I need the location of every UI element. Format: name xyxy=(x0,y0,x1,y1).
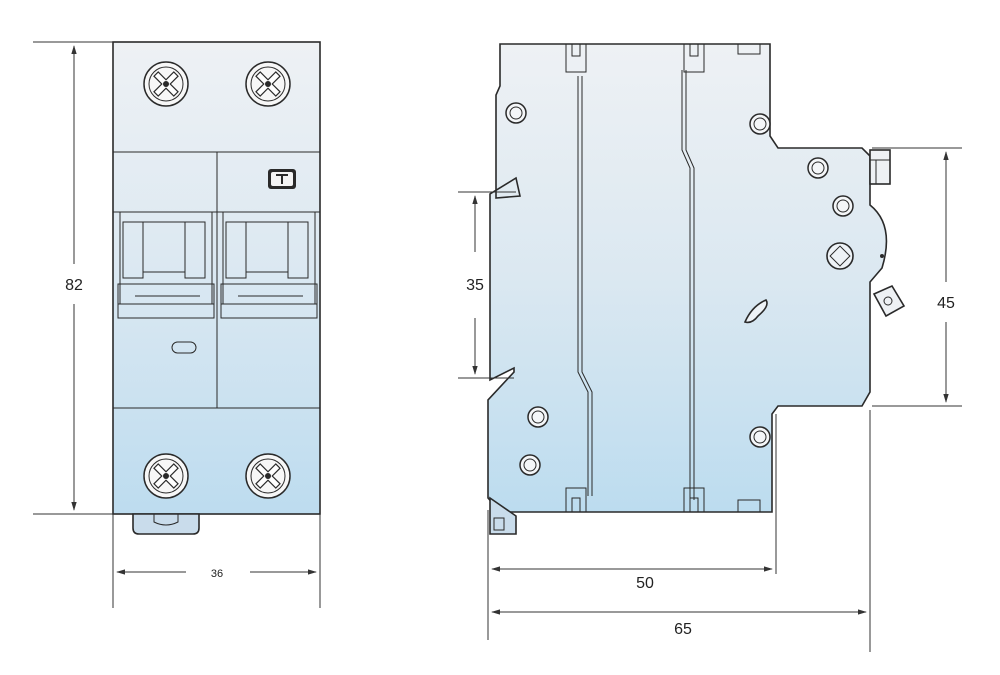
side-body xyxy=(487,43,888,513)
dim-label-50: 50 xyxy=(636,575,654,592)
dim-label-36: 36 xyxy=(211,568,223,580)
din-foot xyxy=(489,496,517,535)
phillips-screw-icon xyxy=(245,453,291,499)
terminal-contact-bottom xyxy=(872,284,906,318)
phillips-screw-icon xyxy=(245,61,291,107)
side-view: 35 45 50 65 xyxy=(458,43,962,652)
terminal-contact-top xyxy=(869,149,891,185)
dim-label-35: 35 xyxy=(466,277,484,294)
dim-rail-35: 35 xyxy=(458,191,516,379)
dim-depth-50: 50 xyxy=(487,414,777,640)
phillips-screw-icon xyxy=(143,453,189,499)
toggle-pivot xyxy=(826,242,884,270)
din-clip xyxy=(132,513,200,535)
dim-depth-65: 65 xyxy=(491,410,871,652)
dim-front-width: 36 xyxy=(112,514,321,608)
top-notches xyxy=(565,43,761,513)
latch-slot xyxy=(743,299,768,324)
dim-label-45: 45 xyxy=(937,295,955,312)
dim-front-height: 82 xyxy=(33,41,113,515)
front-view: 82 36 xyxy=(33,41,321,608)
phillips-screw-icon xyxy=(143,61,189,107)
dim-label-65: 65 xyxy=(674,621,692,638)
label-window xyxy=(171,341,197,354)
toggle-recess xyxy=(117,211,318,319)
t-symbol-icon xyxy=(268,169,296,189)
dim-label-82: 82 xyxy=(65,277,83,294)
dim-face-45: 45 xyxy=(872,147,962,407)
